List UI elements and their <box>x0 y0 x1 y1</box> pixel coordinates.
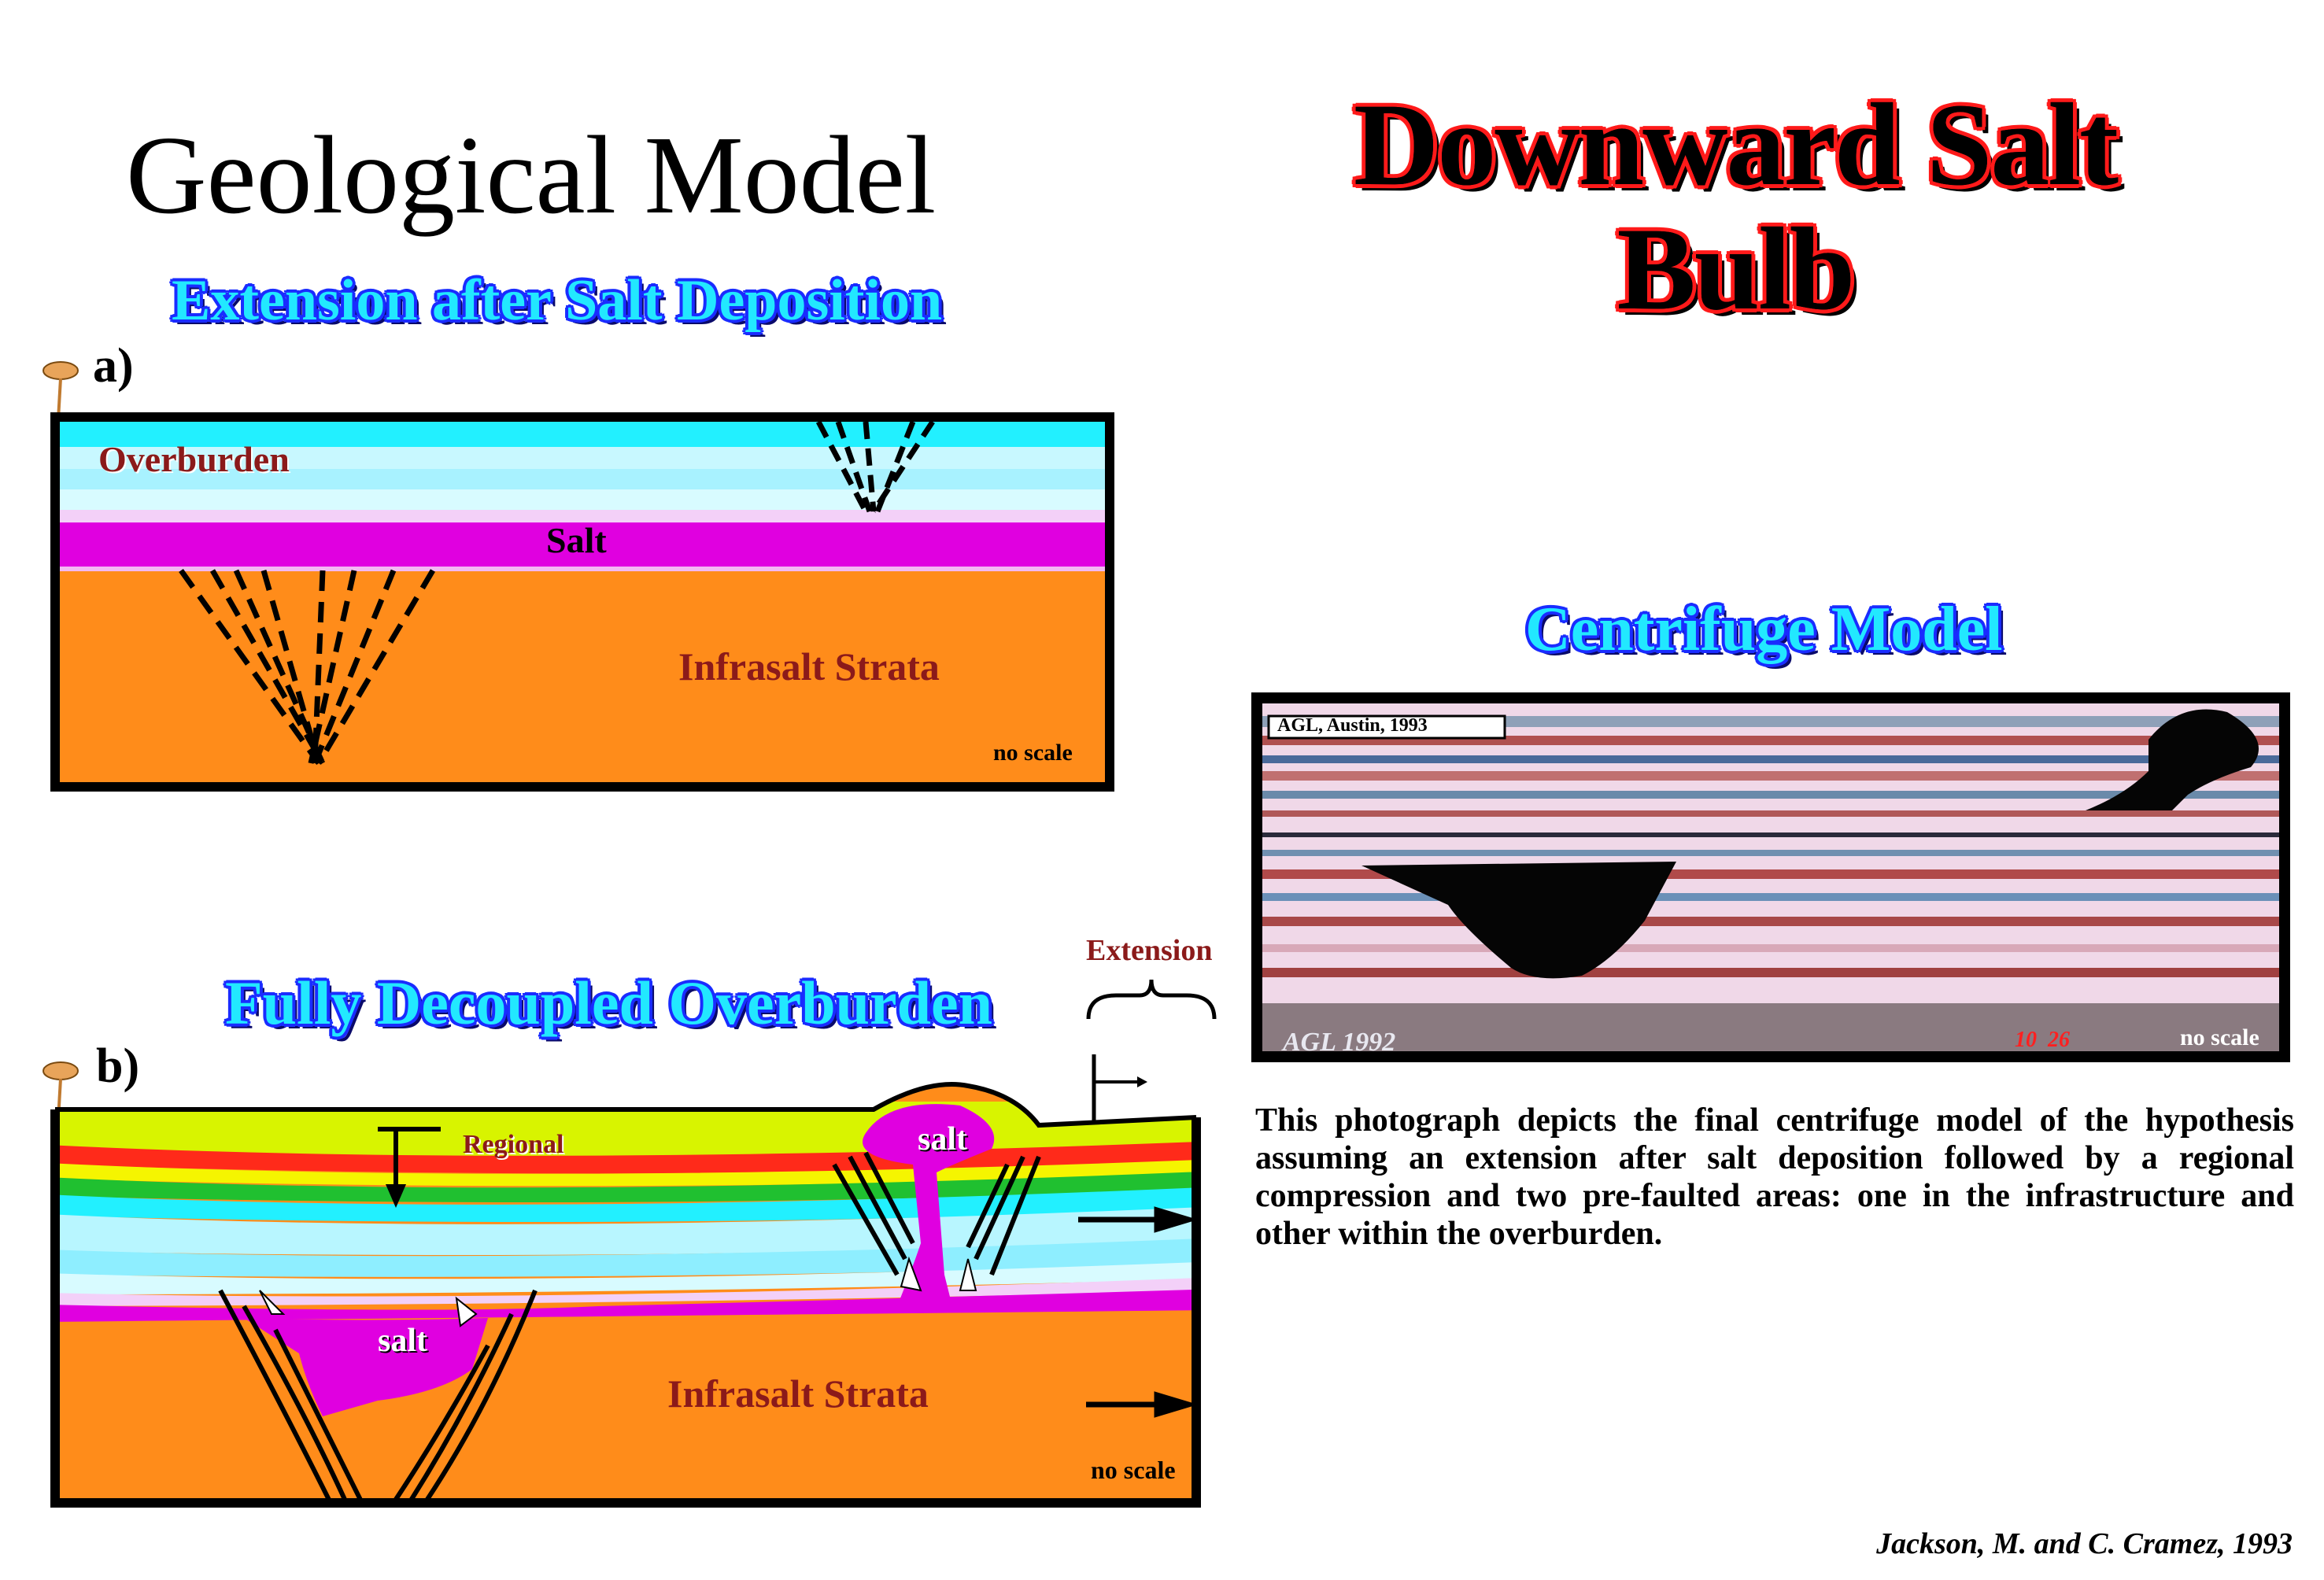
panel-b-letter: b) <box>96 1039 140 1093</box>
salt-diapir-photo <box>2086 709 2259 810</box>
extension-brace <box>1086 979 1217 1020</box>
centrifuge-heading: Centrifuge Model <box>1525 595 2003 664</box>
salt-diapir-label: salt <box>918 1121 967 1157</box>
red-title-line2: Bulb <box>1616 204 1856 334</box>
salt-layer <box>55 522 1110 567</box>
salt-bulb-photo <box>1362 862 1676 979</box>
panel-a-heading: Extension after Salt Deposition <box>172 268 943 333</box>
overburden-faults <box>815 420 935 513</box>
no-scale-label: no scale <box>1091 1456 1176 1484</box>
panel-a-diagram <box>50 412 1114 792</box>
salt-bulb-label: salt <box>378 1323 427 1359</box>
infrasalt-label: Infrasalt Strata <box>667 1371 929 1416</box>
salt-diapir <box>863 1104 995 1306</box>
photo-stamp: AGL 1992 <box>1283 1028 1396 1057</box>
downward-salt-bulb-title: Downward Salt Bulb <box>1212 83 2259 331</box>
panel-b-diagram <box>50 1054 1201 1508</box>
citation: Jackson, M. and C. Cramez, 1993 <box>1876 1527 2293 1560</box>
description-text: This photograph depicts the final centri… <box>1255 1102 2294 1252</box>
infrasalt-faults <box>179 568 436 766</box>
photo-label: AGL, Austin, 1993 <box>1277 715 1428 736</box>
no-scale-label: no scale <box>2180 1024 2259 1050</box>
panel-a-letter: a) <box>93 339 134 393</box>
centrifuge-photo <box>1251 692 2290 1062</box>
extension-label: Extension <box>1086 934 1213 967</box>
salt-label: Salt <box>546 520 607 560</box>
panel-b-heading: Fully Decoupled Overburden <box>225 969 993 1037</box>
red-title-line1: Downward Salt <box>1354 79 2119 210</box>
infrasalt-faults <box>218 1289 538 1504</box>
photo-strata <box>1262 703 2279 1051</box>
regional-label: Regional <box>463 1130 564 1159</box>
infrasalt-label: Infrasalt Strata <box>678 644 940 688</box>
overburden-label: Overburden <box>98 439 290 479</box>
extension-arrows <box>1078 1206 1199 1418</box>
overburden-layer-top <box>55 417 1110 447</box>
salt-bulb <box>244 1318 488 1416</box>
photo-date: 10 26 <box>2015 1028 2081 1052</box>
no-scale-label: no scale <box>993 740 1073 766</box>
page-title: Geological Model <box>126 113 937 237</box>
